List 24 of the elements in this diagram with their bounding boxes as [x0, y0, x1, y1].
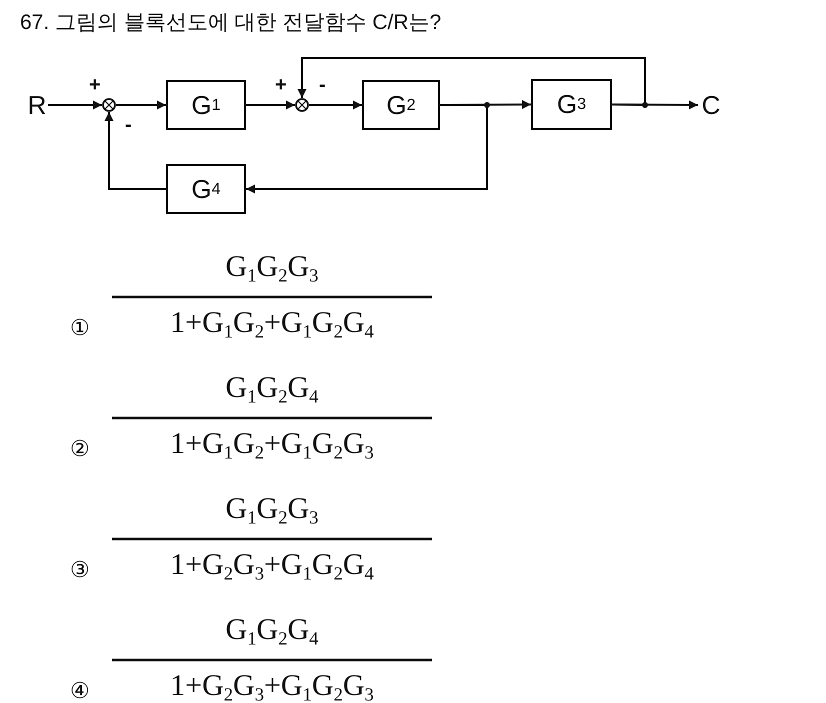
question-title: 67. 그림의 블록선도에 대한 전달함수 C/R는?	[20, 10, 442, 36]
arrow	[309, 100, 362, 110]
arrow	[48, 100, 102, 110]
arrow	[246, 104, 488, 194]
arrow	[298, 57, 646, 106]
denominator: 1+G$_{2}$G$_{3}$+G$_{1}$G$_{2}$G$_{3}$	[170, 670, 374, 703]
numerator: G$_{1}$G$_{2}$G$_{4}$	[226, 614, 318, 652]
numerator: G$_{1}$G$_{2}$G$_{3}$	[226, 251, 318, 289]
denominator: 1+G$_{1}$G$_{2}$+G$_{1}$G$_{2}$G$_{4}$	[170, 307, 374, 345]
arrow	[104, 112, 166, 190]
numerator: G$_{1}$G$_{2}$G$_{4}$	[226, 372, 318, 410]
arrow	[116, 100, 166, 110]
signal-label: C	[698, 92, 724, 118]
arrow	[246, 100, 295, 110]
numerator: G$_{1}$G$_{2}$G$_{3}$	[226, 493, 318, 531]
choice-number: ④	[70, 678, 90, 703]
signal-label: R	[26, 92, 48, 118]
choice-number: ①	[70, 315, 90, 341]
summing-junction	[102, 98, 116, 112]
denominator: 1+G$_{2}$G$_{3}$+G$_{1}$G$_{2}$G$_{4}$	[170, 549, 374, 587]
summing-junction	[295, 98, 309, 112]
denominator: 1+G$_{1}$G$_{2}$+G$_{1}$G$_{2}$G$_{3}$	[170, 428, 374, 466]
choice-number: ②	[70, 436, 90, 462]
choice-number: ③	[70, 557, 90, 583]
